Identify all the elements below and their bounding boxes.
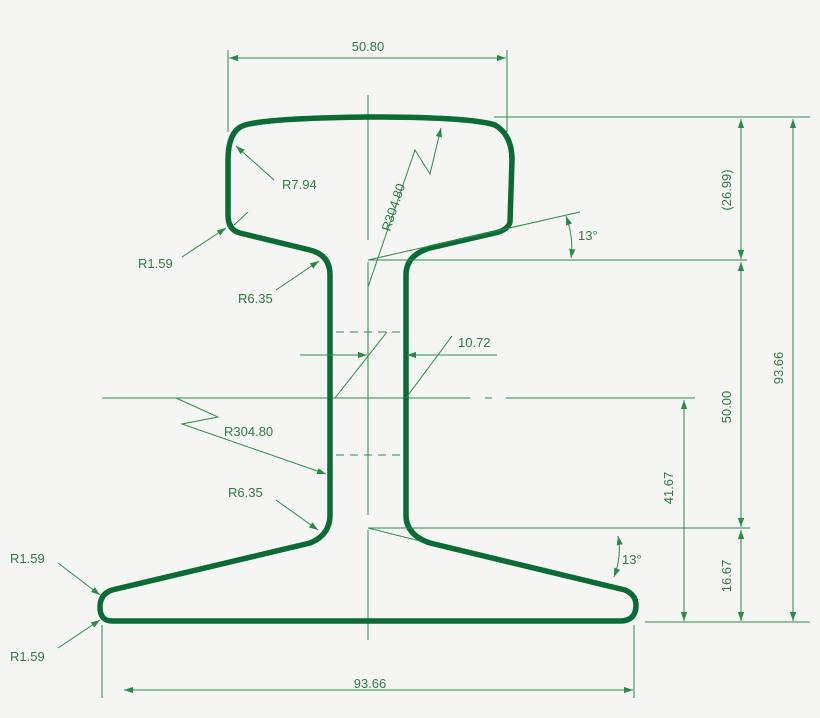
foot-height-label: 16.67 <box>719 560 734 593</box>
web-bottom-fillet-label: R6.35 <box>228 485 263 500</box>
head-radius-leader <box>367 127 442 288</box>
leader-line <box>334 331 388 399</box>
foot-tip-top-label: R1.59 <box>10 551 45 566</box>
foot-tip-bottom-leader <box>57 619 101 649</box>
head-corner-leader <box>235 145 275 181</box>
head-angle-label: 13° <box>578 228 598 243</box>
head-corner-label: R7.94 <box>282 177 317 192</box>
head-underside-leader <box>181 227 227 258</box>
foot-angle-arc <box>613 535 623 578</box>
angle-reference-line <box>367 211 581 261</box>
head-depth-label: (26.99) <box>719 169 734 210</box>
web-radius-label: R304.80 <box>224 424 273 439</box>
web-thickness-label: 10.72 <box>458 335 491 350</box>
total-height-label: 93.66 <box>771 352 786 385</box>
web-top-fillet-leader <box>275 260 320 291</box>
foot-tip-top-leader <box>57 562 101 596</box>
web-bottom-fillet-leader <box>275 499 319 531</box>
head-width-label: 50.80 <box>352 39 385 54</box>
rail-profile-outline <box>97 114 639 624</box>
neutral-axis-label: 41.67 <box>661 472 676 505</box>
head-angle-arc <box>565 215 576 259</box>
angle-reference-line <box>367 527 421 542</box>
tangent-tick <box>233 211 249 226</box>
base-width-label: 93.66 <box>354 676 387 691</box>
web-radius-leader <box>175 397 327 475</box>
foot-tip-bottom-label: R1.59 <box>10 649 45 664</box>
web-height-label: 50.00 <box>719 391 734 424</box>
head-radius-label: R304.80 <box>379 182 408 233</box>
leader-line <box>405 335 453 399</box>
head-underside-label: R1.59 <box>138 256 173 271</box>
foot-angle-label: 13° <box>622 552 642 567</box>
web-top-fillet-label: R6.35 <box>238 291 273 306</box>
